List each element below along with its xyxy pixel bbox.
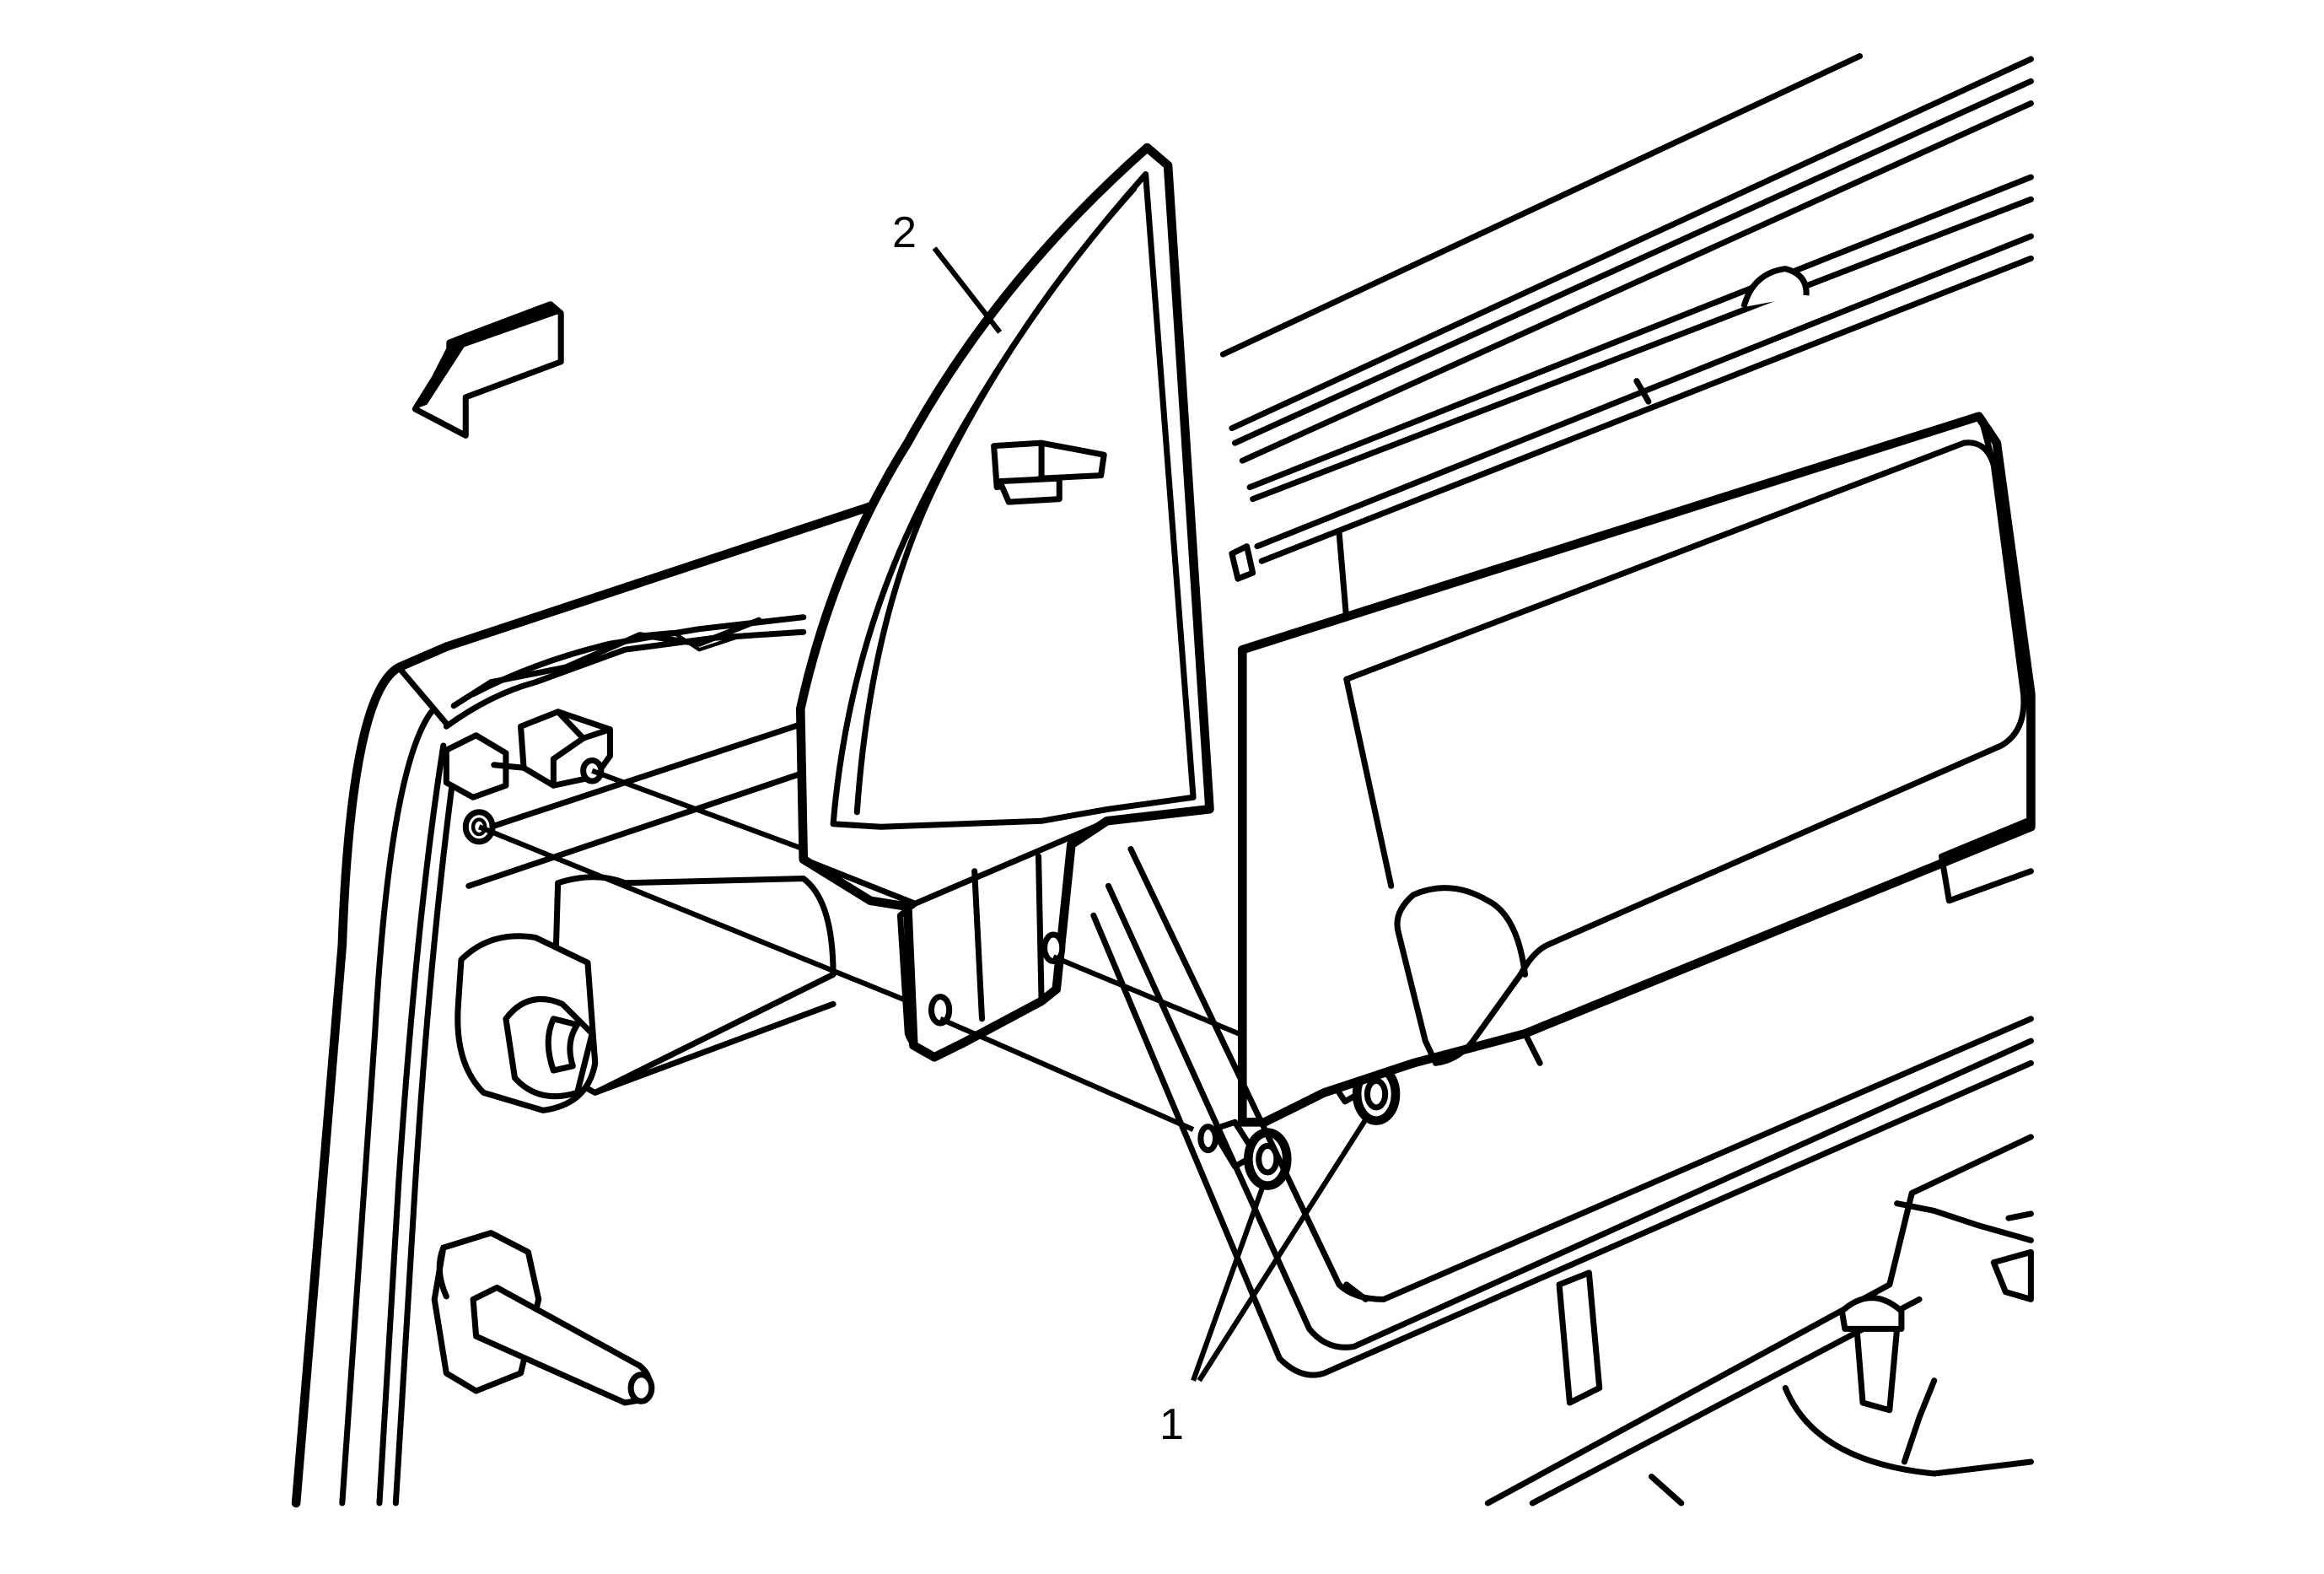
callout-leaders [932, 246, 1369, 1383]
door-trim-upper [443, 614, 807, 730]
door-mount-clip [443, 709, 613, 845]
door-inner-panel [465, 720, 837, 1096]
callout-label-2: 2 [892, 208, 917, 257]
door-lock-rod [431, 1230, 655, 1406]
direction-arrow-icon [412, 301, 564, 439]
door-frame [291, 502, 875, 1508]
callout-label-1: 1 [1159, 1400, 1184, 1449]
outside-mirror-assembly [795, 143, 1214, 1062]
speaker-housing [455, 874, 837, 1113]
instrument-panel [1090, 53, 2036, 1507]
